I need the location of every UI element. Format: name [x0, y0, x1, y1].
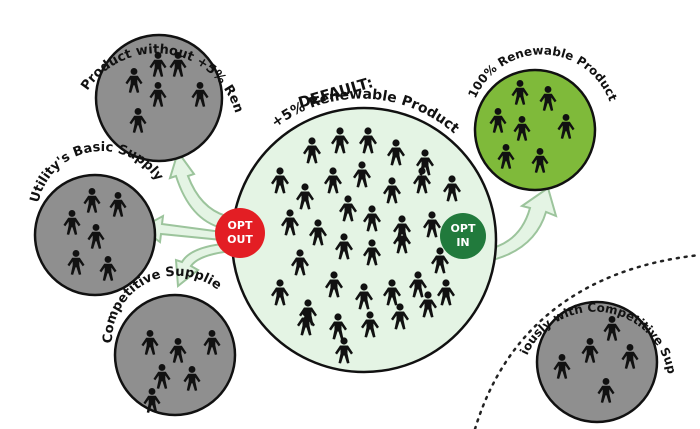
person-icon: [355, 283, 373, 310]
opt-out-button[interactable]: OPT OUT: [215, 208, 265, 258]
person-icon: [383, 177, 401, 204]
person-icon: [329, 313, 347, 340]
person-icon: [129, 108, 147, 133]
person-icon: [149, 52, 167, 77]
person-icon: [621, 344, 639, 369]
person-icon: [67, 250, 85, 275]
person-icon: [359, 127, 377, 154]
opt-out-line1: OPT: [228, 219, 253, 232]
people-layer: [63, 52, 639, 413]
opt-in-arrow: [483, 186, 558, 264]
person-icon: [169, 338, 187, 363]
person-icon: [413, 167, 431, 194]
person-icon: [497, 144, 515, 169]
arrow-to-without-renewable: [168, 149, 228, 230]
person-icon: [597, 378, 615, 403]
person-icon: [557, 114, 575, 139]
person-icon: [291, 249, 309, 276]
person-icon: [303, 137, 321, 164]
person-icon: [325, 271, 343, 298]
person-icon: [324, 167, 342, 194]
person-icon: [539, 86, 557, 111]
person-icon: [153, 364, 171, 389]
person-icon: [141, 330, 159, 355]
person-icon: [511, 80, 529, 105]
opt-in-line2: IN: [456, 236, 469, 249]
opt-out-arrows: [139, 149, 228, 288]
person-icon: [603, 316, 621, 341]
person-icon: [361, 311, 379, 338]
person-icon: [363, 205, 381, 232]
person-icon: [191, 82, 209, 107]
person-icon: [489, 108, 507, 133]
person-icon: [431, 247, 449, 274]
person-icon: [339, 195, 357, 222]
person-icon: [99, 256, 117, 281]
person-icon: [513, 116, 531, 141]
person-icon: [143, 388, 161, 413]
person-icon: [271, 279, 289, 306]
person-icon: [409, 271, 427, 298]
person-icon: [531, 148, 549, 173]
arrow-to-competitive-supplier: [174, 242, 226, 288]
person-icon: [125, 68, 143, 93]
person-icon: [83, 188, 101, 213]
person-icon: [363, 239, 381, 266]
person-icon: [309, 219, 327, 246]
person-icon: [109, 192, 127, 217]
person-icon: [393, 227, 411, 254]
person-icon: [419, 291, 437, 318]
opt-in-button[interactable]: OPT IN: [440, 213, 486, 259]
previously-competitive-circle: [535, 300, 659, 424]
person-icon: [553, 354, 571, 379]
person-icon: [87, 224, 105, 249]
opt-in-line1: OPT: [451, 222, 476, 235]
person-icon: [335, 337, 353, 364]
person-icon: [387, 139, 405, 166]
person-icon: [149, 82, 167, 107]
person-icon: [331, 127, 349, 154]
person-icon: [353, 161, 371, 188]
person-icon: [296, 183, 314, 210]
person-icon: [437, 279, 455, 306]
person-icon: [297, 309, 315, 336]
opt-out-line2: OUT: [227, 233, 253, 246]
person-icon: [203, 330, 221, 355]
person-icon: [169, 52, 187, 77]
person-icon: [63, 210, 81, 235]
person-icon: [391, 303, 409, 330]
person-icon: [383, 279, 401, 306]
person-icon: [423, 211, 441, 238]
person-icon: [443, 175, 461, 202]
person-icon: [271, 167, 289, 194]
person-icon: [183, 366, 201, 391]
dashed-boundary: [473, 253, 700, 429]
person-icon: [581, 338, 599, 363]
person-icon: [335, 233, 353, 260]
person-icon: [281, 209, 299, 236]
